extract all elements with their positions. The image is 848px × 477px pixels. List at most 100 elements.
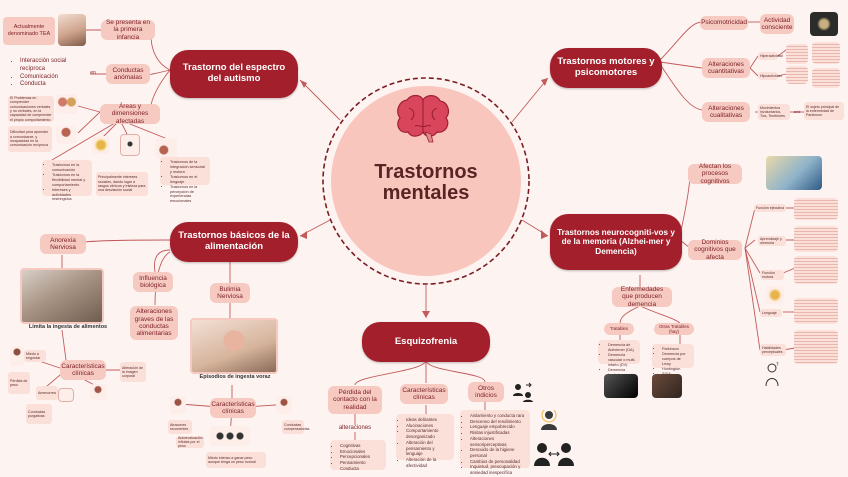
list-item: Trastornos en la flexibilidad mental y c… bbox=[52, 173, 88, 188]
autismo-actualmente: Actualmente denominado TEA bbox=[3, 17, 55, 45]
perdida-node: Pérdida del contacto con la realidad bbox=[328, 386, 382, 414]
list-item: Intereses y actividades restringidos bbox=[52, 188, 88, 203]
list-item: Trastornos en la percepción de experienc… bbox=[170, 185, 206, 205]
autismo-note1: El Problemas en comprender comunicacione… bbox=[8, 96, 54, 122]
list-item: Trastornos en el lenguaje bbox=[170, 175, 206, 185]
list-item: Inquietud, preocupación y ansiedad inesp… bbox=[470, 464, 526, 475]
figure-icon-1 bbox=[10, 346, 24, 366]
list-item: Huntington bbox=[662, 367, 690, 372]
center-title-line1: Trastornos bbox=[374, 161, 478, 183]
area-item: Interacción social recíproca bbox=[20, 58, 78, 74]
area-item: Comunicación bbox=[20, 74, 78, 82]
no-tratables-list: ParkinsonDemencia por cuerpos de LewyHun… bbox=[652, 344, 694, 376]
brain-dark-image bbox=[810, 12, 838, 36]
tratables-list: Demencia de Alzheimer (DA)Demencia vascu… bbox=[598, 340, 640, 381]
anorexia-caracteristicas: Características clínicas bbox=[60, 360, 106, 380]
dominio-aprendizaje: Aprendizaje y memoria bbox=[758, 236, 786, 246]
anorexia-note-3: Amenorrea bbox=[36, 386, 58, 400]
bulimia-note-3: Autoevaluación influida por el peso bbox=[176, 435, 204, 449]
hipoactividad-detail bbox=[786, 66, 808, 84]
thinking-person-icon: ? bbox=[765, 362, 779, 386]
list-item: Percepcionales bbox=[340, 454, 382, 460]
person-icon bbox=[56, 126, 76, 144]
parkinson-node: El sujeto principal de la enfermedad de … bbox=[804, 102, 844, 120]
psicomotricidad-node: Psicomotricidad bbox=[700, 16, 748, 30]
dominio-detail-3 bbox=[794, 256, 838, 284]
bulimia-image bbox=[190, 318, 278, 374]
list-item: Lenguaje empobrecido bbox=[470, 424, 526, 430]
autismo-en-label: en bbox=[90, 70, 96, 76]
hands-icon bbox=[155, 138, 177, 158]
group-icon bbox=[210, 426, 250, 446]
alteraciones-graves: Alteraciones graves de las conductas ali… bbox=[130, 306, 178, 340]
autismo-areas-list: Interacción social recíprocaComunicación… bbox=[10, 55, 82, 91]
enfermedades-node: Enfermedades que producen demencia bbox=[612, 286, 672, 308]
scale-icon bbox=[58, 388, 74, 402]
list-item: Aislamiento y conducta rara bbox=[470, 413, 526, 419]
anorexia-note-1: Miedo a engordar bbox=[24, 350, 46, 362]
bulimia-caracteristicas: Características clínicas bbox=[210, 398, 256, 418]
dominio-funcion-motora: Función motora bbox=[760, 270, 784, 280]
esq-caracteristicas-list: Ideas delirantesAlucinacionesComportamie… bbox=[396, 414, 454, 468]
list-item: Alucinaciones bbox=[406, 423, 450, 429]
puzzle-icon bbox=[92, 136, 110, 154]
cuantitativas-node: Alteraciones cuantitativas bbox=[702, 58, 750, 78]
autismo-note2: Dificultad para aprender a comunicarse, … bbox=[8, 126, 52, 152]
otros-list: Aislamiento y conducta raraDescenso del … bbox=[460, 410, 530, 475]
anorexia-note-2: Pérdida de peso bbox=[8, 372, 30, 394]
two-people-icon bbox=[534, 443, 574, 466]
list-item: Pensamiento Conducta bbox=[340, 460, 382, 471]
tratables-node: Tratables bbox=[604, 323, 634, 335]
list-item: Risitas injustificadas bbox=[470, 430, 526, 436]
list-item: SIDA bbox=[662, 372, 690, 377]
anorexia-node[interactable]: Anorexia Nerviosa bbox=[40, 234, 86, 254]
dominio-detail-4 bbox=[794, 298, 838, 324]
dominio-detail-1 bbox=[794, 198, 838, 220]
bulimia-caption: Episodios de ingesta voraz bbox=[199, 374, 271, 380]
motores-node[interactable]: Trastornos motores y psicomotores bbox=[550, 48, 662, 88]
influencia-node: Influencia biológica bbox=[133, 272, 173, 292]
actividad-node: Actividad consciente bbox=[760, 14, 794, 34]
esquizofrenia-node[interactable]: Esquizofrenia bbox=[362, 322, 490, 362]
otros-indicios: Otros indicios bbox=[468, 382, 504, 402]
no-tratables-node: Otras Tratables (hay) bbox=[654, 323, 694, 335]
elder-image-1 bbox=[604, 374, 638, 398]
autismo-list2: Principalmente intereses sociales, dando… bbox=[96, 172, 148, 196]
dominio-detail-2 bbox=[794, 226, 838, 252]
list-item: Ideas delirantes bbox=[406, 417, 450, 423]
perdida-list: CognitivasEmocionalesPercepcionalesPensa… bbox=[330, 440, 386, 471]
child-image bbox=[58, 14, 86, 46]
alimentacion-node[interactable]: Trastornos básicos de la alimentación bbox=[170, 222, 298, 262]
headphones-icon bbox=[120, 134, 140, 156]
list-item: Alteración del pensamiento y lenguaje bbox=[406, 440, 450, 457]
autismo-presenta: Se presenta en la primera infancia bbox=[101, 19, 155, 41]
svg-text:?: ? bbox=[776, 362, 779, 368]
list-item: Parkinson bbox=[662, 347, 690, 352]
list-item: Descuido de la higiene personal bbox=[470, 447, 526, 458]
anorexia-image bbox=[20, 268, 104, 324]
list-item: Alteración de la afectividad bbox=[406, 457, 450, 468]
hiperactividad-node: Hiperactividad bbox=[758, 52, 783, 60]
and-label: and bbox=[793, 108, 801, 114]
temblores-node: Movimientos involuntarios, Tics, Temblor… bbox=[758, 104, 790, 120]
afectan-node: Afectan los procesos cognitivos bbox=[688, 163, 742, 185]
center-title-line2: mentales bbox=[382, 182, 470, 204]
demencia-node[interactable]: Trastornos neurocogniti-vos y de la memo… bbox=[550, 214, 682, 270]
anorexia-note-4: Alteración de la imagen corporal bbox=[120, 362, 146, 382]
alteraciones-label: alteraciones bbox=[338, 425, 372, 432]
list-item: Cognitivas bbox=[340, 443, 382, 449]
list-item: Demencia por cuerpos de Lewy bbox=[662, 352, 690, 367]
center-title: Trastornos mentales bbox=[340, 158, 512, 208]
people-arrows-icon bbox=[513, 382, 533, 402]
list-item: Alteraciones sensoriperceptivas bbox=[470, 436, 526, 447]
autismo-areas-dims: Áreas y dimensiones afectadas bbox=[100, 103, 160, 125]
anorexia-caption: Limita la ingesta de alimentos bbox=[28, 324, 108, 330]
elder-image-2 bbox=[652, 374, 682, 398]
meditation-icon bbox=[541, 410, 557, 430]
autismo-node[interactable]: Trastorno del espectro del autismo bbox=[170, 50, 298, 98]
girls-icon bbox=[56, 94, 78, 114]
list-item: Demencia de Alzheimer (DA) bbox=[608, 343, 636, 353]
bulimia-node[interactable]: Bulimia Nerviosa bbox=[210, 283, 250, 303]
hiperactividad-detail-2 bbox=[812, 42, 840, 64]
